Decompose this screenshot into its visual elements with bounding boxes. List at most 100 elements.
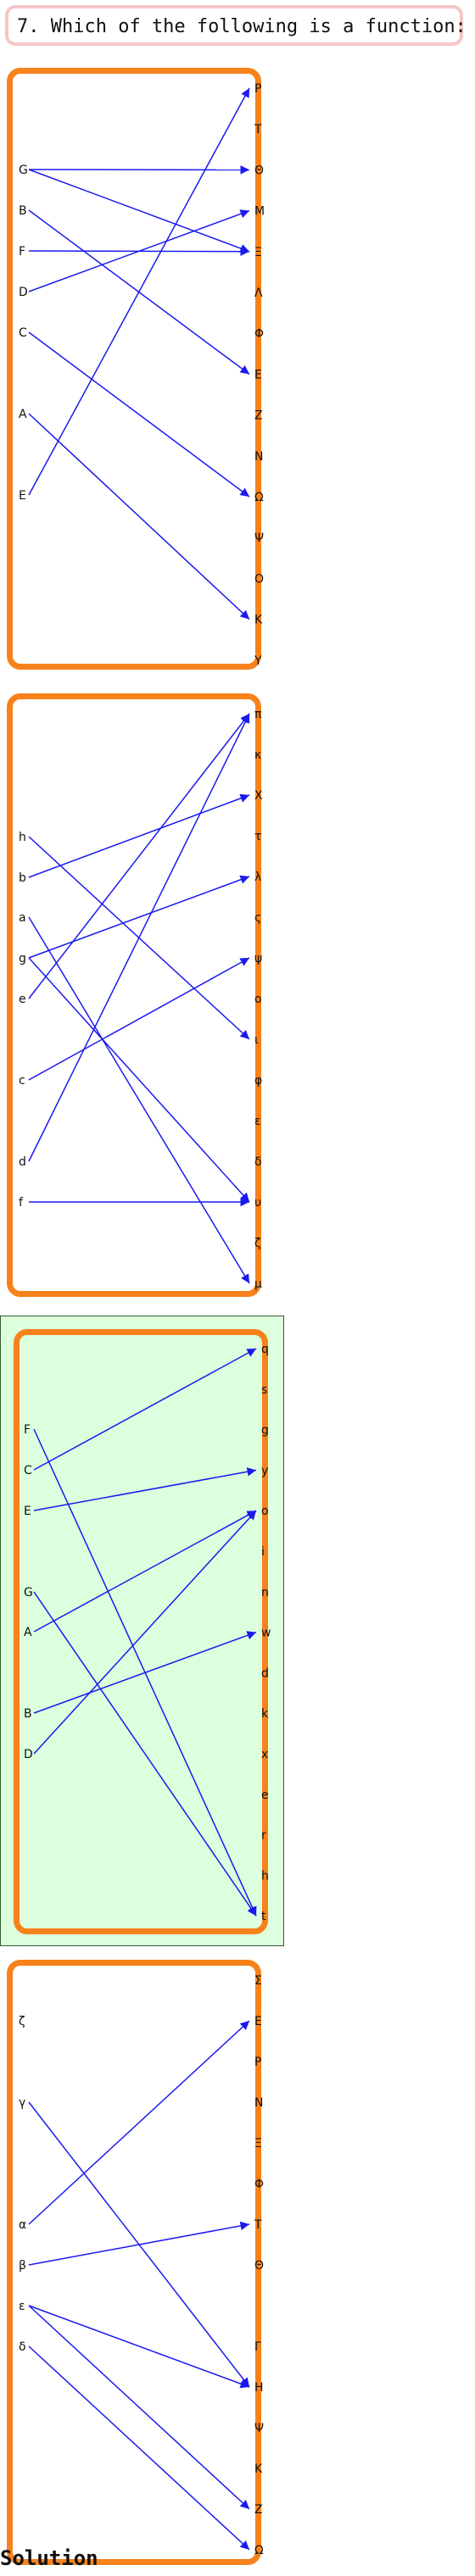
codomain-label: q: [261, 1343, 269, 1356]
domain-label: E: [24, 1505, 31, 1518]
codomain-label: d: [261, 1666, 269, 1680]
question-box: 7. Which of the following is a function:: [5, 5, 467, 46]
domain-label: α: [19, 2218, 26, 2232]
domain-label: ε: [19, 2300, 25, 2313]
codomain-label: ς: [254, 911, 261, 925]
codomain-label: Θ: [254, 2259, 264, 2273]
codomain-label: e: [261, 1789, 269, 1802]
mapping-arrow: [28, 793, 250, 878]
selected-option-highlight: [0, 1316, 284, 1946]
codomain-label: w: [261, 1627, 271, 1640]
codomain-label: Φ: [254, 2178, 264, 2191]
mapping-arrow: [33, 1467, 257, 1511]
mapping-arrow: [28, 957, 250, 1203]
codomain-label: Θ: [254, 164, 264, 177]
mapping-arrow: [28, 2020, 250, 2225]
codomain-label: ζ: [254, 1237, 261, 1250]
codomain-label: N: [254, 450, 263, 464]
codomain-label: H: [254, 2381, 264, 2395]
codomain-label: Ψ: [254, 531, 264, 545]
codomain-label: ο: [254, 993, 262, 1006]
domain-label: C: [24, 1464, 32, 1477]
domain-label: G: [19, 164, 28, 177]
option-box-1[interactable]: [7, 68, 261, 670]
domain-label: g: [19, 952, 26, 965]
domain-label: a: [19, 911, 26, 925]
codomain-label: t: [261, 1910, 266, 1923]
codomain-label: Σ: [254, 1974, 262, 1988]
codomain-label: κ: [254, 748, 261, 762]
mapping-arrow: [28, 2345, 250, 2551]
mapping-arrow: [28, 2305, 250, 2510]
domain-label: d: [19, 1155, 26, 1169]
domain-label: G: [24, 1586, 33, 1600]
codomain-label: φ: [254, 1074, 262, 1088]
codomain-label: ψ: [254, 952, 262, 965]
codomain-label: ι: [254, 1033, 259, 1047]
domain-label: β: [19, 2259, 26, 2273]
domain-label: A: [19, 408, 27, 421]
codomain-label: Φ: [254, 327, 264, 341]
codomain-label: Ξ: [254, 246, 262, 259]
codomain-label: Ξ: [254, 2137, 262, 2150]
mapping-arrow: [33, 1348, 257, 1471]
codomain-label: K: [254, 2462, 263, 2476]
domain-label: e: [19, 993, 26, 1006]
codomain-label: δ: [254, 1155, 262, 1169]
question-text: 7. Which of the following is a function:: [17, 16, 467, 37]
domain-label: F: [19, 245, 25, 259]
mapping-arrow: [28, 957, 250, 1081]
domain-label: h: [19, 831, 26, 844]
mapping-arrow: [28, 413, 250, 620]
codomain-label: Y: [254, 654, 262, 668]
domain-label: A: [24, 1626, 32, 1639]
codomain-label: s: [261, 1383, 267, 1397]
codomain-label: E: [254, 368, 262, 381]
codomain-label: x: [261, 1748, 268, 1761]
codomain-label: Ω: [254, 491, 264, 504]
codomain-label: Z: [254, 409, 263, 423]
codomain-label: Λ: [254, 287, 263, 300]
codomain-label: h: [261, 1869, 269, 1883]
codomain-label: n: [261, 1586, 269, 1600]
domain-label: c: [19, 1074, 25, 1088]
mapping-arrow: [28, 169, 250, 253]
option-box-4[interactable]: [7, 1960, 261, 2565]
codomain-label: M: [254, 205, 265, 219]
mapping-arrow: [28, 209, 250, 292]
codomain-label: O: [254, 572, 264, 586]
mapping-arrow: [33, 1510, 257, 1755]
domain-label: E: [19, 489, 26, 503]
domain-label: B: [24, 1707, 32, 1721]
mapping-arrow: [28, 713, 250, 999]
option-box-3[interactable]: [14, 1329, 268, 1934]
mapping-arrow: [28, 875, 250, 959]
codomain-label: N: [254, 2096, 263, 2110]
codomain-label: P: [254, 82, 261, 96]
codomain-label: T: [254, 123, 262, 136]
domain-label: γ: [19, 2096, 25, 2110]
codomain-label: π: [254, 708, 262, 721]
domain-label: F: [24, 1423, 31, 1437]
domain-label: D: [19, 286, 28, 299]
codomain-label: υ: [254, 1196, 261, 1210]
mapping-arrow: [28, 916, 250, 1284]
mapping-arrow: [33, 1510, 257, 1633]
codomain-label: r: [261, 1829, 266, 1843]
codomain-label: g: [261, 1424, 269, 1438]
codomain-label: P: [254, 2056, 261, 2069]
codomain-label: K: [254, 614, 263, 627]
codomain-label: E: [254, 2015, 262, 2028]
codomain-label: y: [261, 1464, 268, 1477]
mapping-arrow: [28, 2221, 250, 2266]
codomain-label: Ω: [254, 2544, 264, 2557]
codomain-label: Ψ: [254, 2422, 264, 2435]
mapping-arrow: [33, 1591, 257, 1917]
codomain-label: Γ: [254, 2340, 261, 2354]
codomain-label: o: [261, 1505, 269, 1518]
domain-label: b: [19, 871, 26, 885]
option-box-2[interactable]: [7, 693, 261, 1297]
